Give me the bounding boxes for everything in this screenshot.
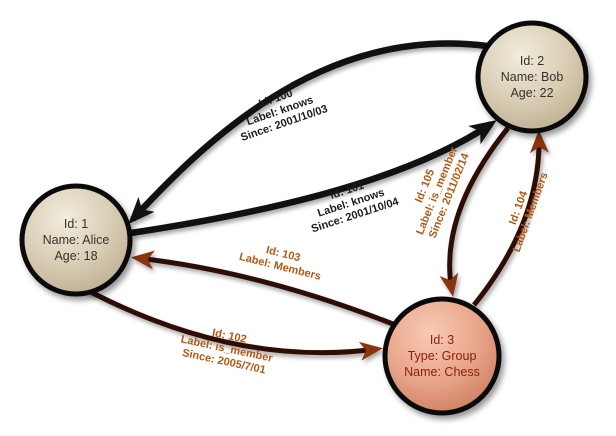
- edge-knows-100[interactable]: [128, 40, 488, 225]
- svg-text:Name: Alice: Name: Alice: [43, 233, 110, 247]
- node-group-chess[interactable]: Id: 3 Type: Group Name: Chess: [382, 296, 502, 416]
- edge-members-104[interactable]: [472, 130, 549, 307]
- edge-is-member-102[interactable]: [83, 286, 383, 361]
- svg-text:Id: 3: Id: 3: [430, 333, 454, 347]
- svg-text:Name: Chess: Name: Chess: [404, 365, 480, 379]
- svg-text:Type: Group: Type: Group: [408, 349, 477, 363]
- svg-text:Age: 22: Age: 22: [510, 86, 553, 100]
- svg-text:Name: Bob: Name: Bob: [501, 70, 564, 84]
- edge-knows-101[interactable]: [130, 120, 497, 237]
- svg-text:Id: 1: Id: 1: [64, 217, 88, 231]
- edge-members-103[interactable]: [131, 250, 399, 329]
- node-circle: [382, 296, 502, 416]
- svg-text:Age: 18: Age: 18: [54, 249, 97, 263]
- edge-label-101: Id: 101 Label: knows Since: 2001/10/04: [310, 180, 401, 236]
- edge-label-104: Id: 104 Label: Members: [507, 171, 551, 254]
- edge-is-member-105[interactable]: [439, 126, 510, 297]
- node-person-bob[interactable]: Id: 2 Name: Bob Age: 22: [475, 20, 589, 134]
- svg-text:Id: 2: Id: 2: [520, 54, 544, 68]
- node-circle: [475, 20, 589, 134]
- node-circle: [19, 183, 133, 297]
- edge-label-102: Id: 102 Label: is_member Since: 2005/7/0…: [180, 327, 275, 377]
- edge-label-100: Id: 100 Label: knows Since: 2001/10/03: [239, 88, 329, 144]
- node-person-alice[interactable]: Id: 1 Name: Alice Age: 18: [19, 183, 133, 297]
